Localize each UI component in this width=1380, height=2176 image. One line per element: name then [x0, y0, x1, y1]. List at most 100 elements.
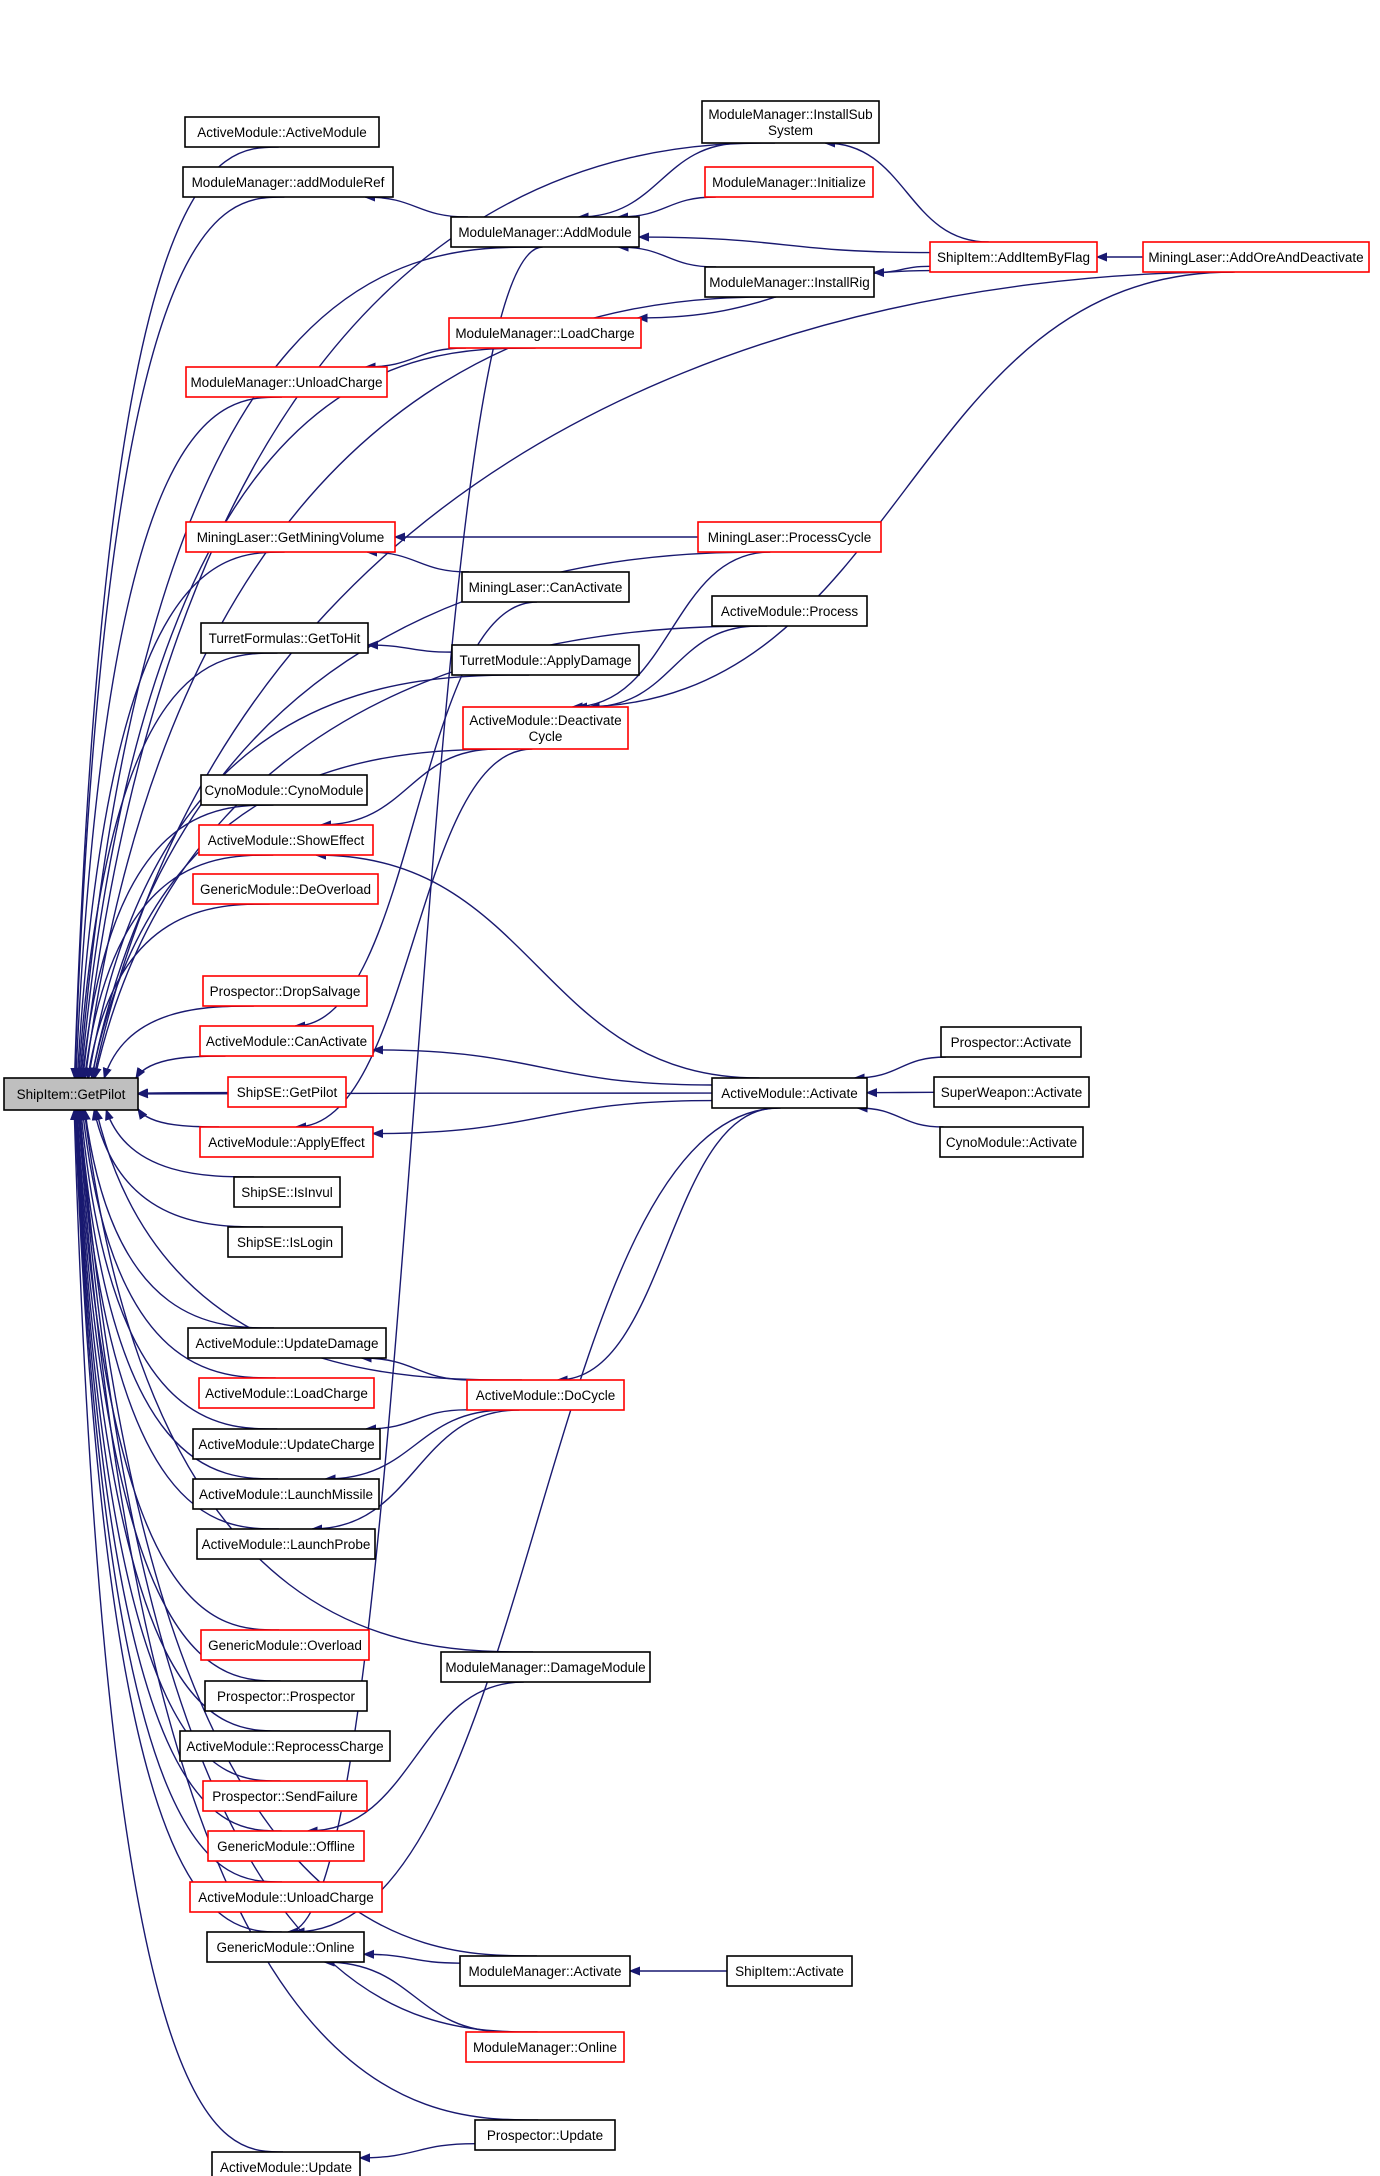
node-pr_fail[interactable]: Prospector::SendFailure	[202, 1780, 368, 1812]
node-am_apply[interactable]: ActiveModule::ApplyEffect	[199, 1126, 374, 1158]
node-gm_deo[interactable]: GenericModule::DeOverload	[192, 873, 379, 905]
node-sse_invul[interactable]: ShipSE::IsInvul	[233, 1176, 341, 1208]
node-sse_login[interactable]: ShipSE::IsLogin	[227, 1226, 343, 1258]
node-box[interactable]	[211, 2151, 361, 2176]
node-am_unloadch[interactable]: ActiveModule::UnloadCharge	[189, 1881, 383, 1913]
node-am_docycle[interactable]: ActiveModule::DoCycle	[466, 1379, 625, 1411]
node-mm_addref[interactable]: ModuleManager::addModuleRef	[182, 166, 394, 198]
node-ml_vol[interactable]: MiningLaser::GetMiningVolume	[185, 521, 396, 553]
node-box[interactable]	[227, 1076, 347, 1108]
node-box[interactable]	[200, 774, 368, 806]
node-am_missile[interactable]: ActiveModule::LaunchMissile	[192, 1478, 380, 1510]
node-ml_addore[interactable]: MiningLaser::AddOreAndDeactivate	[1142, 241, 1370, 273]
node-box[interactable]	[451, 644, 640, 676]
node-am_canact[interactable]: ActiveModule::CanActivate	[199, 1025, 374, 1057]
node-box[interactable]	[200, 1629, 370, 1661]
node-box[interactable]	[185, 521, 396, 553]
node-am_ctor[interactable]: ActiveModule::ActiveModule	[184, 116, 380, 148]
node-box[interactable]	[440, 1651, 651, 1683]
node-pr_act[interactable]: Prospector::Activate	[940, 1026, 1082, 1058]
node-box[interactable]	[185, 366, 388, 398]
node-cy_act[interactable]: CynoModule::Activate	[939, 1126, 1084, 1158]
node-cyno_ctor[interactable]: CynoModule::CynoModule	[200, 774, 368, 806]
node-box[interactable]	[701, 100, 880, 144]
node-box[interactable]	[192, 1478, 380, 1510]
node-box[interactable]	[202, 1780, 368, 1812]
node-box[interactable]	[450, 216, 640, 248]
node-box[interactable]	[697, 521, 882, 553]
node-ml_proc[interactable]: MiningLaser::ProcessCycle	[697, 521, 882, 553]
node-am_loadch[interactable]: ActiveModule::LoadCharge	[198, 1377, 375, 1409]
node-box[interactable]	[199, 1126, 374, 1158]
node-box[interactable]	[233, 1176, 341, 1208]
node-box[interactable]	[461, 571, 630, 603]
node-mm_addmod[interactable]: ModuleManager::AddModule	[450, 216, 640, 248]
node-mm_init[interactable]: ModuleManager::Initialize	[704, 166, 874, 198]
node-box[interactable]	[204, 1680, 368, 1712]
node-am_activate[interactable]: ActiveModule::Activate	[711, 1077, 868, 1109]
node-box[interactable]	[192, 873, 379, 905]
node-gm_on[interactable]: GenericModule::Online	[206, 1931, 365, 1963]
node-box[interactable]	[726, 1955, 853, 1987]
node-am_upd_dmg[interactable]: ActiveModule::UpdateDamage	[187, 1327, 387, 1359]
node-am_process[interactable]: ActiveModule::Process	[711, 595, 868, 627]
node-box[interactable]	[189, 1881, 383, 1913]
node-box[interactable]	[192, 1428, 381, 1460]
node-am_update[interactable]: ActiveModule::Update	[211, 2151, 361, 2176]
node-box[interactable]	[196, 1528, 376, 1560]
node-box[interactable]	[199, 1025, 374, 1057]
node-mm_dmg[interactable]: ModuleManager::DamageModule	[440, 1651, 651, 1683]
node-box[interactable]	[474, 2119, 616, 2151]
node-mm_online[interactable]: ModuleManager::Online	[465, 2031, 625, 2063]
node-ml_canact[interactable]: MiningLaser::CanActivate	[461, 571, 630, 603]
node-mm_act[interactable]: ModuleManager::Activate	[459, 1955, 631, 1987]
node-box[interactable]	[711, 595, 868, 627]
node-box[interactable]	[198, 824, 374, 856]
node-box[interactable]	[202, 975, 368, 1007]
node-box[interactable]	[3, 1077, 139, 1111]
node-si_act[interactable]: ShipItem::Activate	[726, 1955, 853, 1987]
node-box[interactable]	[704, 266, 875, 298]
node-am_show[interactable]: ActiveModule::ShowEffect	[198, 824, 374, 856]
node-box[interactable]	[184, 116, 380, 148]
node-box[interactable]	[939, 1126, 1084, 1158]
node-pr_ctor[interactable]: Prospector::Prospector	[204, 1680, 368, 1712]
node-box[interactable]	[179, 1730, 391, 1762]
node-box[interactable]	[227, 1226, 343, 1258]
node-am_reproc[interactable]: ActiveModule::ReprocessCharge	[179, 1730, 391, 1762]
node-box[interactable]	[448, 317, 642, 349]
node-box[interactable]	[465, 2031, 625, 2063]
node-am_probe[interactable]: ActiveModule::LaunchProbe	[196, 1528, 376, 1560]
node-box[interactable]	[1142, 241, 1370, 273]
node-box[interactable]	[940, 1026, 1082, 1058]
node-box[interactable]	[182, 166, 394, 198]
node-box[interactable]	[466, 1379, 625, 1411]
node-box[interactable]	[198, 1377, 375, 1409]
node-box[interactable]	[187, 1327, 387, 1359]
node-box[interactable]	[933, 1076, 1090, 1108]
node-mm_rig[interactable]: ModuleManager::InstallRig	[704, 266, 875, 298]
node-si_addflag[interactable]: ShipItem::AddItemByFlag	[929, 241, 1098, 273]
node-mm_unload[interactable]: ModuleManager::UnloadCharge	[185, 366, 388, 398]
node-pr_update[interactable]: Prospector::Update	[474, 2119, 616, 2151]
node-root[interactable]: ShipItem::GetPilot	[3, 1077, 139, 1111]
node-sw_act[interactable]: SuperWeapon::Activate	[933, 1076, 1090, 1108]
node-box[interactable]	[459, 1955, 631, 1987]
node-gm_off[interactable]: GenericModule::Offline	[207, 1830, 365, 1862]
node-tm_apply[interactable]: TurretModule::ApplyDamage	[451, 644, 640, 676]
node-box[interactable]	[704, 166, 874, 198]
node-box[interactable]	[462, 706, 629, 750]
node-pr_drop[interactable]: Prospector::DropSalvage	[202, 975, 368, 1007]
node-am_upd_ch[interactable]: ActiveModule::UpdateCharge	[192, 1428, 381, 1460]
node-mm_loadch[interactable]: ModuleManager::LoadCharge	[448, 317, 642, 349]
node-tf_hit[interactable]: TurretFormulas::GetToHit	[200, 622, 369, 654]
node-box[interactable]	[711, 1077, 868, 1109]
node-box[interactable]	[207, 1830, 365, 1862]
node-gm_over[interactable]: GenericModule::Overload	[200, 1629, 370, 1661]
node-box[interactable]	[200, 622, 369, 654]
node-box[interactable]	[206, 1931, 365, 1963]
node-sse_pilot[interactable]: ShipSE::GetPilot	[227, 1076, 347, 1108]
node-box[interactable]	[929, 241, 1098, 273]
